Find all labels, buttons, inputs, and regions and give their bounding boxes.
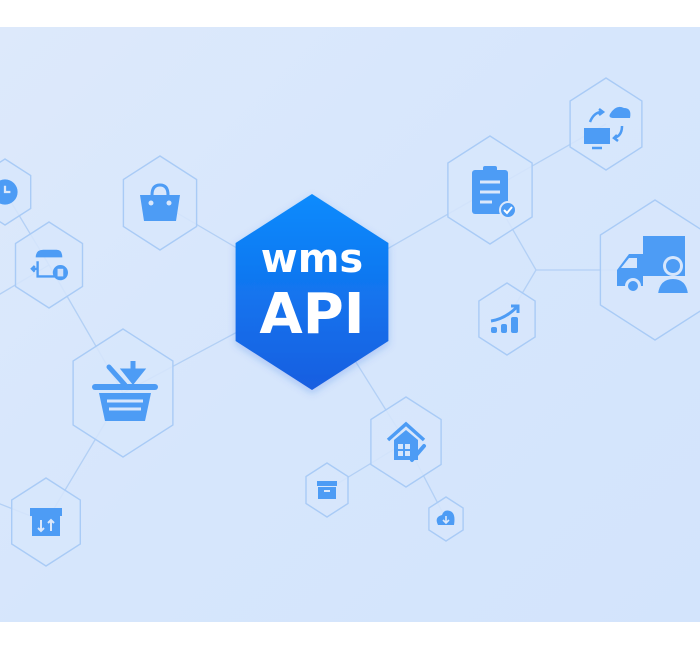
growth-chart-icon [490, 304, 520, 333]
node-store-return [14, 221, 84, 309]
clipboard-check-icon [472, 166, 517, 219]
node-truck-user [599, 199, 700, 341]
node-basket-in [72, 328, 174, 458]
hexagon-frame [478, 282, 536, 356]
truck-user-icon [617, 236, 691, 295]
store-return-icon [30, 249, 68, 281]
node-shop-transfer [10, 477, 82, 567]
node-shopping-bag [122, 155, 198, 251]
clock-icon [0, 179, 18, 205]
hexagon-frame [0, 158, 32, 226]
shopping-bag-icon [140, 183, 180, 221]
warehouse-edit-icon [386, 421, 426, 462]
archive-box-icon [317, 481, 337, 499]
basket-download-icon [92, 361, 158, 421]
node-warehouse-edit [370, 396, 442, 488]
hexagon-frame [14, 221, 84, 309]
node-clipboard [447, 135, 533, 245]
illustration-background: wms API [0, 27, 700, 622]
cloud-download-icon [436, 510, 455, 525]
api-network-diagram: wms API [0, 77, 700, 567]
hexagon-frame [569, 77, 643, 171]
shop-transfer-icon [30, 508, 62, 536]
hub-title-wms: wms [261, 236, 363, 282]
node-archive-box [305, 462, 349, 518]
node-clock [0, 158, 32, 226]
monitor-cloud-sync-icon [584, 106, 631, 150]
hub-title-api: API [259, 282, 364, 347]
node-cloud-sync [569, 77, 643, 171]
node-cloud-download [428, 496, 464, 542]
wms-api-hub: wms API [235, 194, 389, 390]
node-growth-chart [478, 282, 536, 356]
